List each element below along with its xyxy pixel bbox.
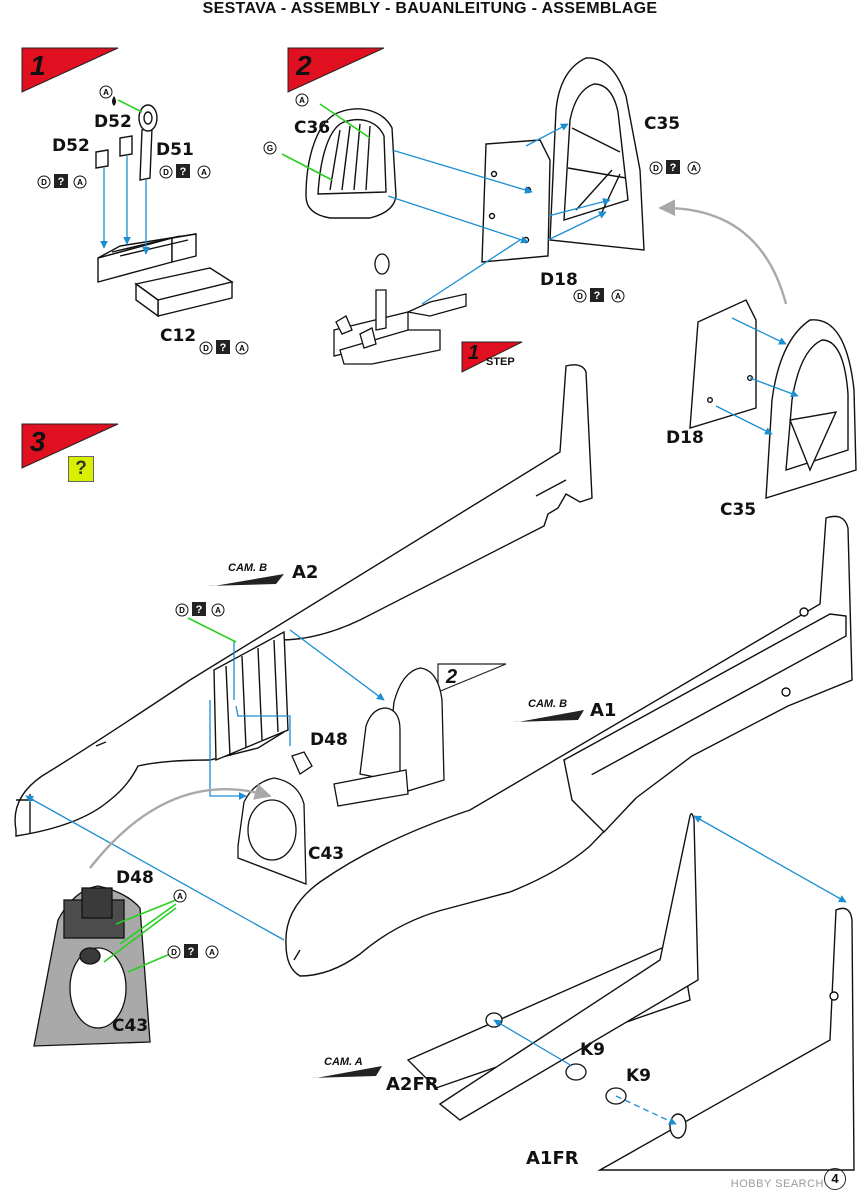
part-label-d51: D51 (156, 140, 194, 160)
rudder-pedal-assembly (95, 104, 234, 318)
svg-text:A: A (215, 606, 221, 615)
step-3-number: 3 (30, 426, 46, 457)
svg-text:?: ? (220, 342, 227, 354)
hint-question-icon: ? (68, 456, 94, 482)
part-label-c12: C12 (160, 326, 197, 346)
part-label-d52-a: D52 (94, 112, 132, 132)
instrument-panel-c43-mid (237, 751, 313, 885)
part-label-d48-low: D48 (116, 868, 154, 888)
svg-text:?: ? (180, 166, 187, 178)
svg-text:A: A (103, 88, 109, 97)
svg-text:D: D (171, 948, 177, 957)
step-2-flag (287, 47, 385, 93)
svg-text:D: D (41, 178, 47, 187)
fuselage-half-a1 (285, 515, 853, 977)
part-label-d52-b: D52 (52, 136, 90, 156)
step-1-leader-lines (100, 156, 150, 255)
step-1-flag (21, 47, 119, 93)
seat-subassembly-step-3 (333, 667, 445, 807)
instrument-panel-c43-detail (33, 885, 151, 1047)
svg-text:D: D (203, 344, 209, 353)
svg-text:A: A (615, 292, 621, 301)
svg-text:?: ? (188, 946, 195, 958)
step-1-number: 1 (30, 50, 46, 81)
camouflage-b-label-1: CAM. B (228, 562, 268, 574)
svg-text:A: A (239, 344, 245, 353)
part-label-c43-mid: C43 (308, 844, 345, 864)
svg-text:D: D (179, 606, 185, 615)
part-label-c35-right: C35 (720, 500, 757, 520)
svg-text:A: A (299, 96, 305, 105)
svg-text:D: D (653, 164, 659, 173)
svg-text:A: A (691, 164, 697, 173)
page-number: 4 (824, 1168, 846, 1190)
svg-text:?: ? (670, 162, 677, 174)
part-label-a1: A1 (590, 700, 617, 721)
camouflage-b-label-2: CAM. B (528, 698, 568, 710)
step-ref-1-number: 1 (468, 342, 480, 364)
page-title: SESTAVA - ASSEMBLY - BAUANLEITUNG - ASSE… (202, 0, 658, 17)
part-label-c43-low: C43 (112, 1016, 149, 1036)
d18-c35-assembled (689, 299, 857, 499)
svg-text:G: G (267, 144, 273, 153)
part-label-c35-top: C35 (644, 114, 681, 134)
part-label-c36: C36 (294, 118, 331, 138)
step-ref-1-label: STEP (486, 356, 515, 368)
fuselage-half-a2 (14, 364, 593, 837)
paint-callouts: A D? A D? A D? A A G D? A D? A D? A A D? A (37, 85, 701, 959)
pilot-seat (305, 108, 397, 219)
svg-text:D: D (577, 292, 583, 301)
svg-text:A: A (201, 168, 207, 177)
svg-text:A: A (209, 948, 215, 957)
seat-frame-c35 (549, 57, 645, 251)
svg-text:D: D (163, 168, 169, 177)
svg-text:?: ? (196, 604, 203, 616)
step-ref-2-flag (437, 663, 507, 693)
step-ref-1-flag (461, 341, 523, 373)
step-3-flag (21, 423, 119, 469)
part-label-k9-a: K9 (580, 1040, 606, 1060)
camouflage-a-label: CAM. A (324, 1056, 363, 1068)
step-ref-2-number: 2 (446, 666, 458, 688)
part-label-a2fr: A2FR (386, 1074, 439, 1095)
armor-plate-d18 (481, 139, 551, 263)
part-label-a1fr: A1FR (526, 1148, 579, 1169)
watermark-text: HOBBY SEARCH (730, 1178, 824, 1190)
svg-text:?: ? (58, 176, 65, 188)
step-1-subassembly (333, 253, 467, 365)
svg-text:?: ? (594, 290, 601, 302)
part-label-k9-b: K9 (626, 1066, 652, 1086)
part-label-a2: A2 (292, 562, 319, 583)
part-label-d48-mid: D48 (310, 730, 348, 750)
part-label-d18-right: D18 (666, 428, 704, 448)
part-label-d18-top: D18 (540, 270, 578, 290)
step-2-number: 2 (296, 50, 312, 81)
svg-text:A: A (177, 892, 183, 901)
svg-text:A: A (77, 178, 83, 187)
